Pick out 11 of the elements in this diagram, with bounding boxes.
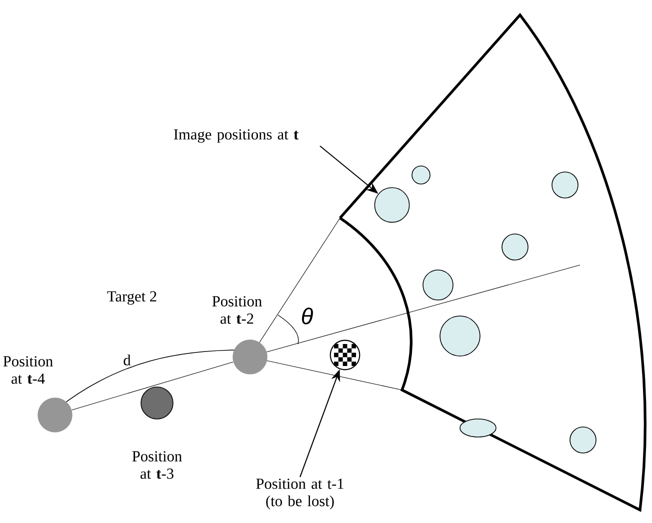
connector-line <box>72 362 234 410</box>
position-label: Position at t-2 <box>212 296 262 324</box>
callout-text: Position at t-1 (to be lost) <box>256 478 344 510</box>
image-position-circle <box>374 187 410 223</box>
target-label: Target 2 <box>107 291 156 305</box>
distance-label: d <box>124 354 131 366</box>
position-label: Position at t-4 <box>3 356 53 384</box>
position-label: Position at t-3 <box>132 451 182 479</box>
checkered-circle <box>330 340 360 370</box>
angle-label: θ <box>302 308 313 324</box>
callout-text: Image positions at t <box>174 129 299 143</box>
